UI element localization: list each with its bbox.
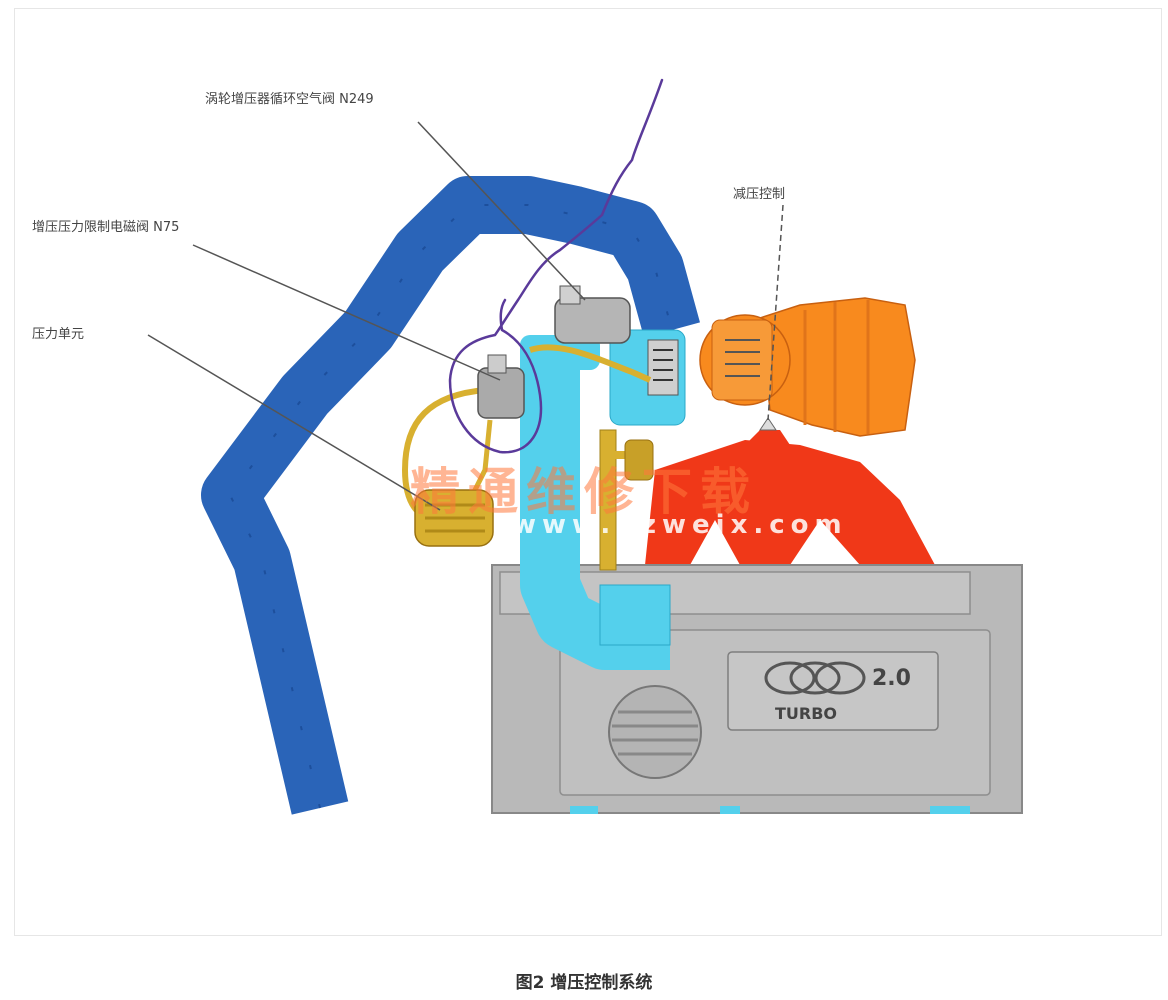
charge-pipe [520, 329, 686, 670]
leader-line-n249 [417, 121, 586, 301]
leader-line-n75 [192, 244, 501, 381]
label-relief-control: 减压控制 [733, 187, 786, 202]
n75-solenoid-valve [477, 354, 525, 419]
leader-line-pressure-unit [147, 334, 441, 511]
figure-caption: 图2 增压控制系统 [515, 973, 653, 993]
label-n75: 增压压力限制电磁阀 N75 [32, 220, 180, 235]
engine-badge-number: 2.0 [872, 666, 911, 691]
intake-hose [201, 176, 700, 815]
watermark-url: www.gzweix.com [512, 510, 848, 540]
label-pressure-unit: 压力单元 [32, 327, 85, 342]
n249-recirculation-valve [554, 285, 631, 344]
relief-control-rod [759, 417, 777, 431]
leader-line-relief [767, 204, 784, 421]
engine-badge-text: TURBO [775, 704, 838, 723]
hand-drawn-annotation [448, 78, 664, 454]
exhaust-manifold [645, 430, 935, 565]
brass-lines [401, 344, 654, 571]
watermark-title: 精通维修下载 [410, 463, 758, 521]
turbocharger [699, 297, 916, 437]
pressure-unit [414, 489, 494, 547]
label-n249: 涡轮增压器循环空气阀 N249 [205, 92, 374, 107]
